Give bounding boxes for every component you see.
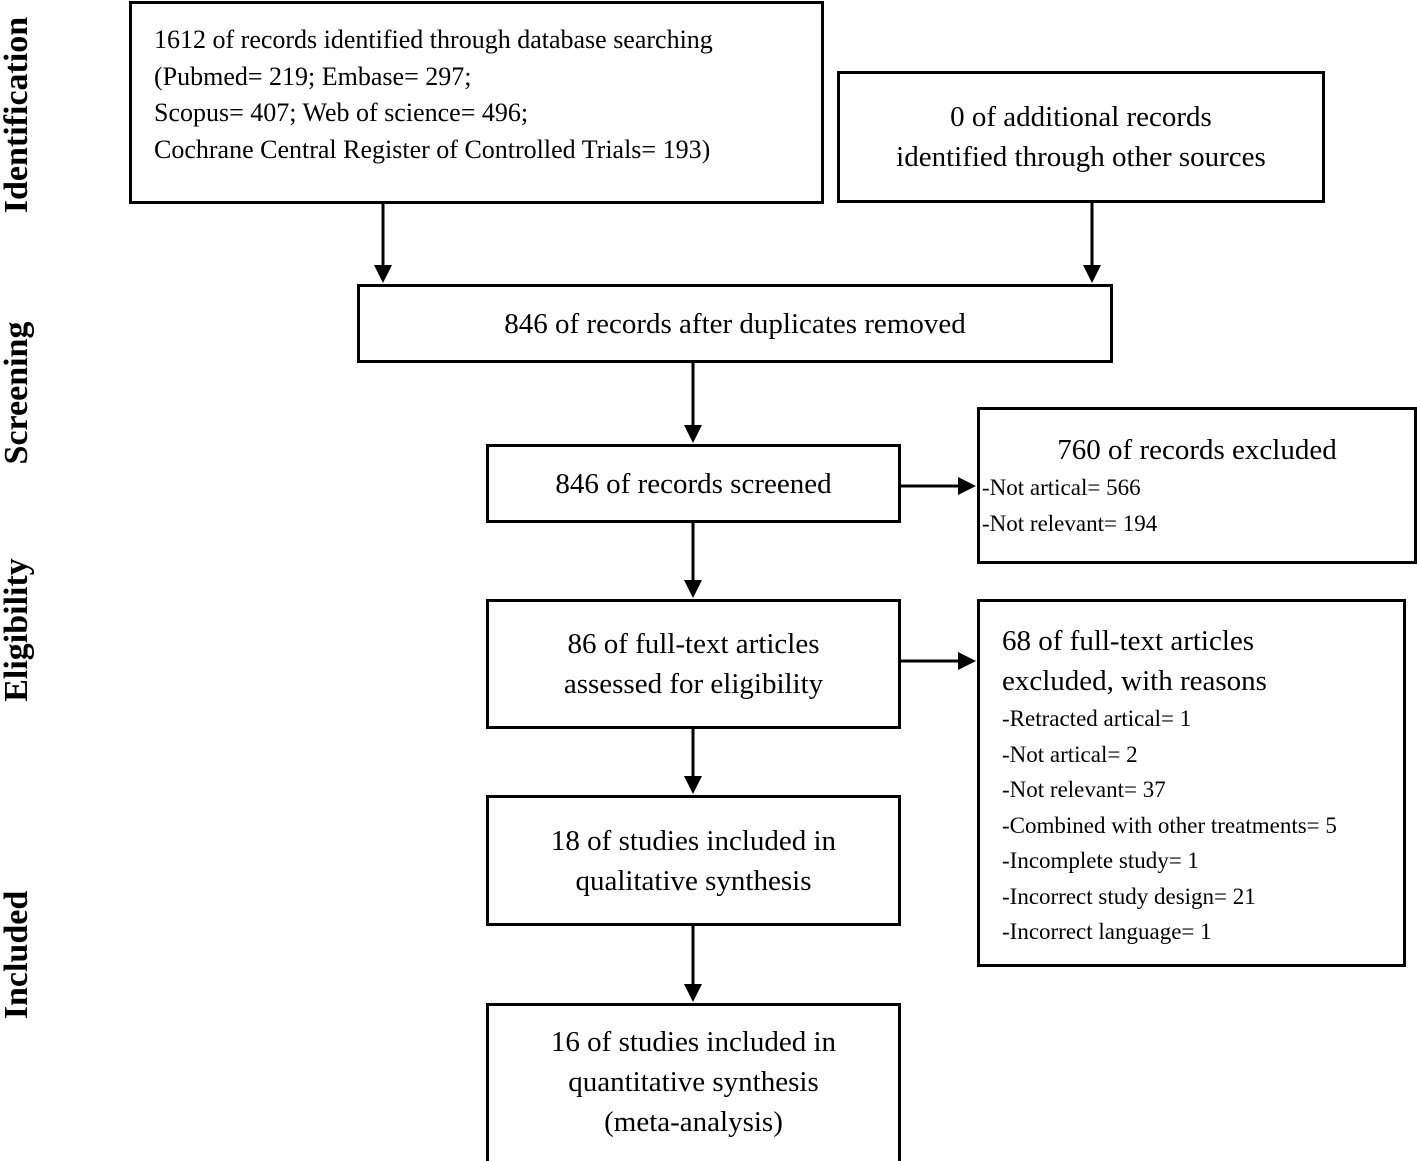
box-title: 68 of full-text articles (1002, 625, 1255, 657)
records-screened-box: 846 of records screened (486, 444, 901, 523)
quantitative-synthesis-box: 16 of studies included in quantitative s… (486, 1003, 901, 1161)
reason-item: -Not artical= 566 (982, 475, 1141, 500)
box-line: 846 of records screened (555, 467, 832, 500)
reason-item: -Not relevant= 37 (1002, 777, 1166, 802)
box-line: 18 of studies included in (550, 824, 837, 857)
box-line: 846 of records after duplicates removed (504, 307, 966, 340)
box-line: (meta-analysis) (604, 1106, 783, 1138)
box-line: qualitative synthesis (575, 864, 812, 897)
box-line: Scopus= 407; Web of science= 496; (154, 98, 529, 127)
database-records-box: 1612 of records identified through datab… (129, 1, 824, 204)
box-line: 16 of studies included in (550, 1026, 837, 1058)
reason-item: -Not artical= 2 (1002, 741, 1138, 767)
duplicates-removed-box: 846 of records after duplicates removed (357, 284, 1113, 363)
box-title: 760 of records excluded (1057, 434, 1337, 466)
other-sources-box: 0 of additional records identified throu… (837, 71, 1325, 203)
reason-item: -Retracted artical= 1 (1002, 706, 1192, 731)
reason-item: -Combined with other treatments= 5 (1002, 812, 1337, 838)
box-line: Cochrane Central Register of Controlled … (154, 134, 711, 164)
box-line: assessed for eligibility (563, 668, 824, 700)
qualitative-synthesis-box: 18 of studies included in qualitative sy… (486, 795, 901, 926)
records-excluded-box: 760 of records excluded -Not artical= 56… (977, 407, 1417, 564)
box-line: (Pubmed= 219; Embase= 297; (154, 61, 472, 91)
reason-item: -Incorrect study design= 21 (1002, 883, 1256, 909)
box-title: excluded, with reasons (1002, 665, 1267, 697)
box-line: 0 of additional records (950, 101, 1212, 133)
reason-item: -Incomplete study= 1 (1002, 848, 1199, 873)
box-line: quantitative synthesis (568, 1066, 819, 1098)
box-line: 1612 of records identified through datab… (154, 25, 713, 54)
reason-item: -Not relevant= 194 (982, 510, 1158, 536)
full-text-excluded-box: 68 of full-text articles excluded, with … (977, 599, 1406, 967)
box-line: 86 of full-text articles (567, 628, 820, 660)
full-text-assessed-box: 86 of full-text articles assessed for el… (486, 599, 901, 729)
box-line: identified through other sources (896, 141, 1266, 173)
reason-item: -Incorrect language= 1 (1002, 919, 1212, 944)
